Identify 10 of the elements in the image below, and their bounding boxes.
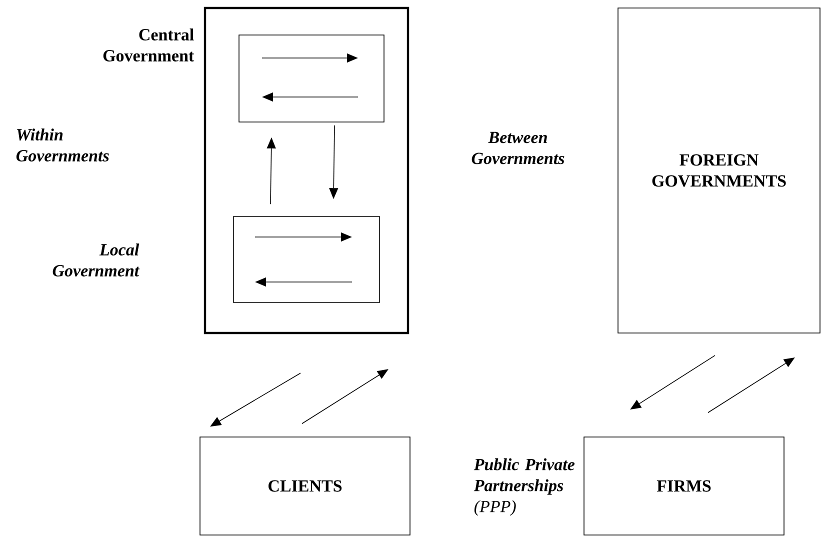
region-label: Central Government <box>103 28 194 62</box>
frame-box <box>238 34 384 122</box>
frame-box <box>233 216 380 303</box>
region-label: Within Governments <box>16 128 109 162</box>
entity-box: FIRMS <box>584 436 784 536</box>
entity-box: FOREIGN GOVERNMENTS <box>618 8 820 334</box>
frame-box <box>204 6 410 334</box>
entity-box: CLIENTS <box>200 436 410 536</box>
region-label: Between Governments <box>472 132 564 164</box>
region-label: Local Government <box>52 244 140 276</box>
